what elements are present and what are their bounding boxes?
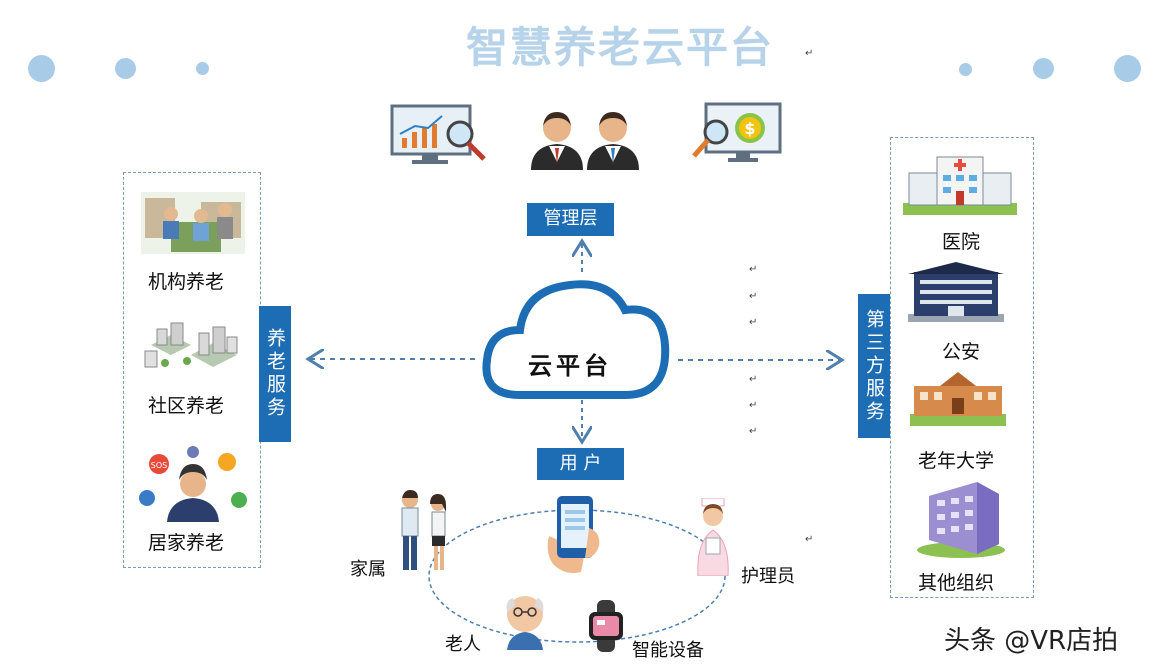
institutional-care-illustration xyxy=(141,192,245,254)
family-figures-icon xyxy=(401,490,446,570)
decor-dot xyxy=(28,55,55,82)
decor-dot xyxy=(959,63,972,76)
paragraph-mark: ↵ xyxy=(749,317,758,328)
analytics-monitor-icon xyxy=(390,104,486,164)
paragraph-mark: ↵ xyxy=(805,534,814,545)
paragraph-mark: ↵ xyxy=(749,264,758,275)
svg-text:SOS: SOS xyxy=(151,461,167,470)
smart-device-label: 智能设备 xyxy=(632,640,704,661)
caregiver-label: 护理员 xyxy=(741,566,795,587)
decor-dot xyxy=(115,58,136,79)
elderly-care-services-tab: 养老服务 xyxy=(259,306,291,442)
paragraph-mark: ↵ xyxy=(749,426,758,437)
paragraph-mark: ↵ xyxy=(749,291,758,302)
hospital-label: 医院 xyxy=(942,231,981,253)
institutional-care-label: 机构养老 xyxy=(148,271,225,293)
community-care-illustration xyxy=(144,322,238,368)
third-party-services-tab: 第三方服务 xyxy=(858,294,890,438)
community-care-label: 社区养老 xyxy=(148,395,225,417)
family-label: 家属 xyxy=(350,559,386,580)
managers-icon xyxy=(531,112,639,170)
other-organization-label: 其他组织 xyxy=(918,572,995,594)
cloud-platform-label: 云平台 xyxy=(528,352,612,380)
elderly-person-icon xyxy=(506,596,544,650)
paragraph-mark: ↵ xyxy=(749,374,758,385)
decor-dot xyxy=(196,62,209,75)
home-care-illustration: SOS xyxy=(139,446,247,522)
user-box: 用 户 xyxy=(537,448,624,480)
third-party-panel xyxy=(890,137,1034,598)
police-illustration xyxy=(908,262,1004,322)
page-title: 智慧养老云平台 xyxy=(466,23,775,72)
paragraph-mark: ↵ xyxy=(749,400,758,411)
caregiver-nurse-icon xyxy=(697,498,729,576)
finance-monitor-icon: $ xyxy=(692,102,782,162)
other-organization-illustration xyxy=(917,482,1005,558)
home-care-label: 居家养老 xyxy=(148,532,225,554)
elderly-label: 老人 xyxy=(445,634,481,655)
watermark: 头条 @VR店拍 xyxy=(944,626,1119,656)
senior-university-label: 老年大学 xyxy=(918,450,995,472)
decor-dot xyxy=(1114,55,1141,82)
senior-university-illustration xyxy=(910,372,1006,426)
paragraph-mark: ↵ xyxy=(805,48,814,59)
svg-text:$: $ xyxy=(744,119,755,138)
smart-watch-icon xyxy=(589,600,623,652)
hospital-illustration xyxy=(903,156,1017,215)
police-label: 公安 xyxy=(942,341,981,363)
smartphone-icon xyxy=(547,496,600,573)
decor-dot xyxy=(1033,58,1054,79)
management-layer-box: 管理层 xyxy=(527,203,614,236)
